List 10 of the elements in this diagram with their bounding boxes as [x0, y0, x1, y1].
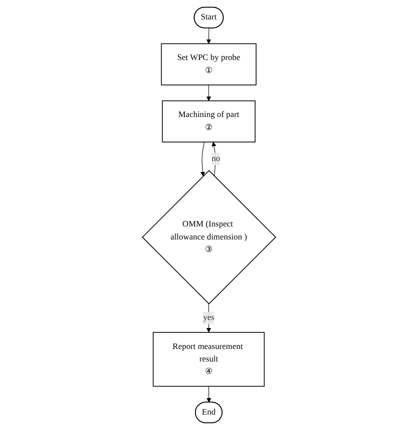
node-box: Set WPC by probe ① [160, 43, 257, 86]
arrow [206, 28, 212, 44]
edge-label: no [212, 154, 220, 164]
node-box: Report measurement result ④ [152, 332, 265, 387]
arrow [206, 84, 212, 102]
edge-label: yes [203, 313, 214, 322]
node-box: Machining of part ② [162, 100, 256, 142]
node-diamond: OMM (Inspect allowance dimension ) ③ [142, 170, 276, 304]
arrow [206, 386, 212, 403]
arrow [200, 142, 206, 176]
